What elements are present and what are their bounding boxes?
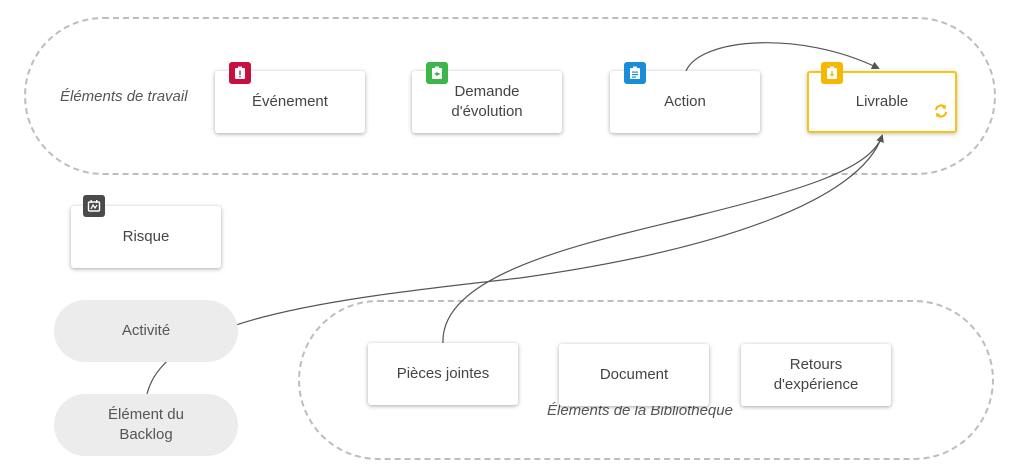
card-evenement[interactable]: Événement: [215, 62, 365, 133]
card-evenement-label: Événement: [252, 93, 328, 110]
card-document-label: Document: [599, 366, 669, 383]
card-livrable-label: Livrable: [855, 93, 909, 110]
link-action-to-livrable: [685, 42, 880, 72]
pill-activite-label: Activité: [121, 322, 171, 339]
card-action[interactable]: Action: [610, 62, 760, 133]
pill-backlog[interactable]: Élément du Backlog: [54, 394, 238, 456]
download-clipboard-icon: [821, 62, 843, 84]
refresh-icon[interactable]: [933, 103, 949, 125]
card-retours[interactable]: Retours d'expérience: [741, 344, 891, 406]
card-pieces-jointes-label: Pièces jointes: [396, 365, 490, 382]
alert-clipboard-icon: [229, 62, 251, 84]
card-livrable[interactable]: Livrable: [807, 62, 957, 133]
risk-icon: [83, 195, 105, 217]
work-items-group-label: Éléments de travail: [60, 88, 188, 105]
pill-activite[interactable]: Activité: [54, 300, 238, 362]
card-demande-label: Demande d'évolution: [451, 83, 523, 120]
work-items-group: [24, 17, 996, 175]
link-pieces-to-livrable: [442, 135, 883, 344]
clipboard-list-icon: [624, 62, 646, 84]
card-risque[interactable]: Risque: [71, 195, 221, 268]
library-group-label: Éléments de la Bibliothèque: [547, 402, 733, 419]
card-action-label: Action: [664, 93, 706, 110]
back-arrow-clipboard-icon: [426, 62, 448, 84]
pill-backlog-label: Élément du Backlog: [108, 406, 184, 443]
card-risque-label: Risque: [122, 228, 170, 245]
library-group: [298, 300, 994, 460]
card-pieces-jointes[interactable]: Pièces jointes: [368, 343, 518, 405]
card-document[interactable]: Document: [559, 344, 709, 406]
card-demande[interactable]: Demande d'évolution: [412, 62, 562, 133]
card-retours-label: Retours d'expérience: [773, 356, 859, 393]
